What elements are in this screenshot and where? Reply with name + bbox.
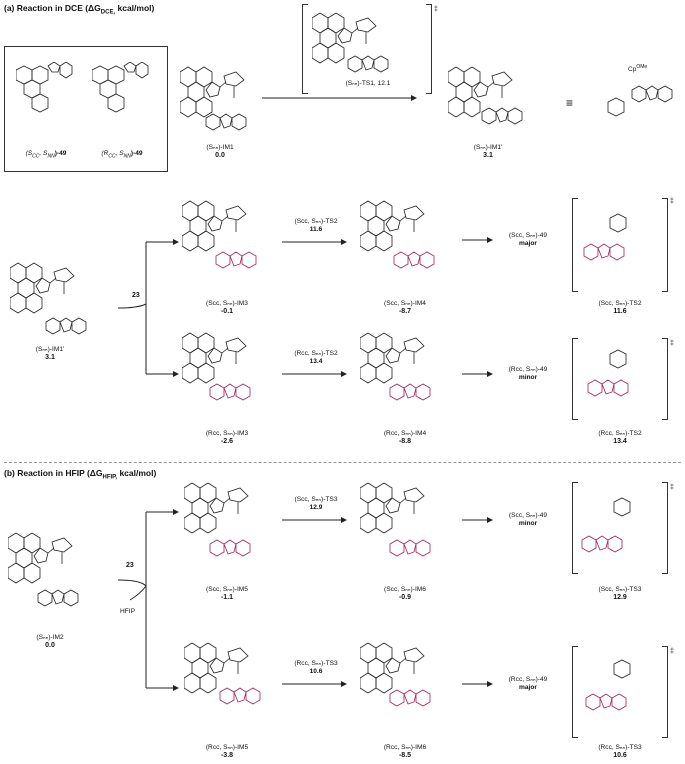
box-label-scc: (SCC, SNN)-49 xyxy=(25,150,67,160)
ts1-label: (Sₙₙ)-TS1, 12.1 xyxy=(345,80,391,87)
dce-rcc-product-arrow xyxy=(462,371,493,377)
hfip-scc-im5-structure xyxy=(184,482,251,557)
hfip-rcc-ts3-bracket-right xyxy=(662,646,668,738)
dce-rcc-im3-label: (Rᴄᴄ, Sₙₙ)-IM3-2.6 xyxy=(205,430,249,445)
cp-ome-label: CpOMe xyxy=(628,64,648,74)
dce-rcc-im4-label: (Rᴄᴄ, Sₙₙ)-IM4-8.8 xyxy=(383,430,427,445)
dce-reagent-23: 23 xyxy=(132,292,140,299)
section-a-title: (a) Reaction in DCE (ΔGDCE, kcal/mol) xyxy=(4,3,155,16)
dce-scc-ts2-structure xyxy=(583,213,627,261)
product-49-rcc-structure xyxy=(92,62,149,113)
hfip-rcc-im6-structure xyxy=(360,642,431,707)
hfip-scc-product-arrow xyxy=(462,517,493,523)
hfip-scc-ts3-bracket-right xyxy=(662,482,668,574)
dce-scc-ts2-bracket-left xyxy=(572,198,578,292)
hfip-scc-ts3-structure xyxy=(581,497,631,553)
dce-rcc-ts2-dagger: ‡ xyxy=(670,340,674,347)
dce-rcc-ts2-bracket-left xyxy=(572,338,578,420)
hfip-rcc-ts3-bracket-left xyxy=(572,646,578,738)
dce-scc-ts2-dagger: ‡ xyxy=(670,198,674,205)
hfip-rcc-ts3-dagger: ‡ xyxy=(670,648,674,655)
ts1-structure xyxy=(312,12,389,73)
hfip-scc-ts3-bracket-left xyxy=(572,482,578,574)
dce-scc-product-arrow xyxy=(462,237,493,243)
dce-start-structure xyxy=(10,262,87,335)
dce-rcc-ts2-bracket-right xyxy=(662,338,668,420)
dce-branch-arrows xyxy=(118,239,179,377)
ts1-bracket-right xyxy=(426,4,432,94)
dce-scc-im3-label: (Sᴄᴄ, Sₙₙ)-IM3-0.1 xyxy=(206,300,248,315)
dce-scc-ts2-arrow xyxy=(282,239,347,245)
dce-rcc-im3-structure xyxy=(182,332,251,401)
hfip-rcc-product-arrow xyxy=(462,681,493,687)
section-divider xyxy=(4,462,681,463)
hfip-reagent-23: 23 xyxy=(126,562,134,569)
hfip-scc-im6-structure xyxy=(360,482,431,557)
ts1-bracket-left xyxy=(302,4,308,94)
ts1-dagger: ‡ xyxy=(434,6,438,13)
dce-scc-im4-structure xyxy=(360,200,435,269)
hfip-rcc-im5-structure xyxy=(184,642,261,705)
product-49-scc-structure xyxy=(16,62,73,113)
box-label-rcc: (RCC, SNN)-49 xyxy=(101,150,143,160)
ts1-arrow xyxy=(262,95,417,101)
hfip-released: HFIP xyxy=(120,608,136,615)
hfip-start-structure xyxy=(8,532,79,607)
dce-rcc-ts2-arrow xyxy=(282,371,347,377)
product-structures-box xyxy=(4,46,168,172)
section-b-title: (b) Reaction in HFIP (ΔGHFIP, kcal/mol) xyxy=(4,468,157,481)
dce-rcc-im4-structure xyxy=(360,332,431,401)
im1-structure xyxy=(180,66,247,131)
hfip-scc-ts3-arrow xyxy=(282,517,347,523)
dce-scc-im4-label: (Sᴄᴄ, Sₙₙ)-IM4-8.7 xyxy=(384,300,426,315)
im1-prime-label: (Sₙₙ)-IM1'3.1 xyxy=(473,144,503,159)
hfip-rcc-im5-label: (Rᴄᴄ, Sₙₙ)-IM5-3.8 xyxy=(205,744,249,759)
im1-prime-simplified-structure xyxy=(607,85,673,117)
hfip-scc-im6-label: (Sᴄᴄ, Sₙₙ)-IM6-0.9 xyxy=(384,586,426,601)
dce-rcc-ts2-structure xyxy=(587,349,629,397)
hfip-rcc-ts3-structure xyxy=(585,659,631,711)
im1-prime-structure xyxy=(448,66,523,125)
dce-start-label: (Sₙₙ)-IM1'3.1 xyxy=(35,346,65,361)
dce-scc-im3-structure xyxy=(182,200,257,269)
hfip-rcc-im6-label: (Rᴄᴄ, Sₙₙ)-IM6-8.5 xyxy=(383,744,427,759)
hfip-scc-im5-label: (Sᴄᴄ, Sₙₙ)-IM5-1.1 xyxy=(206,586,248,601)
hfip-branch-arrows xyxy=(118,509,179,691)
hfip-scc-ts3-dagger: ‡ xyxy=(670,484,674,491)
equivalence-sign: ≡ xyxy=(566,96,574,110)
hfip-rcc-ts3-arrow xyxy=(282,681,347,687)
dce-scc-ts2-bracket-right xyxy=(662,198,668,292)
